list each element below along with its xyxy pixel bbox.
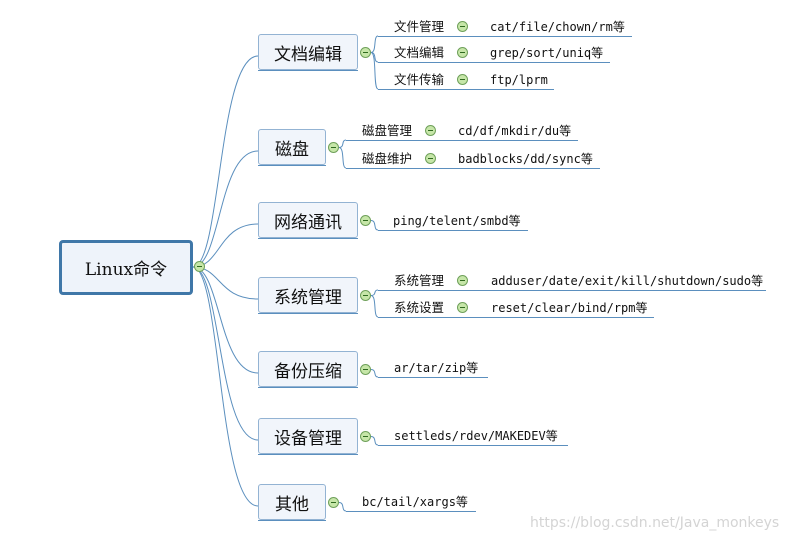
leaf-collapse-toggle-icon[interactable] — [457, 47, 468, 58]
branch-underline — [258, 520, 326, 521]
leaf-connector-1-1 — [338, 147, 347, 169]
leaf-collapse-toggle-icon[interactable] — [457, 74, 468, 85]
root-node[interactable]: Linux命令 — [59, 240, 193, 295]
leaf-command[interactable]: cat/file/chown/rm等 — [490, 20, 625, 34]
branch-collapse-toggle-icon[interactable] — [360, 290, 371, 301]
leaf-underline — [378, 445, 568, 446]
leaf-command[interactable]: reset/clear/bind/rpm等 — [491, 301, 648, 315]
leaf-connector-1-0 — [338, 139, 347, 148]
leaf-underline — [378, 36, 632, 37]
leaf-connector-0-0 — [370, 35, 379, 53]
leaf-underline — [378, 377, 488, 378]
leaf-collapse-toggle-icon[interactable] — [425, 153, 436, 164]
leaf-command[interactable]: badblocks/dd/sync等 — [458, 152, 593, 166]
leaf-connector-6-0 — [338, 502, 347, 512]
branch-underline — [258, 70, 358, 71]
leaf-connector-0-2 — [370, 52, 379, 90]
leaf-underline — [378, 290, 766, 291]
branch-underline — [258, 454, 358, 455]
root-label: Linux命令 — [84, 260, 168, 280]
branch-node-5[interactable]: 设备管理 — [258, 418, 358, 454]
leaf-collapse-toggle-icon[interactable] — [425, 125, 436, 136]
watermark: https://blog.csdn.net/Java_monkeys — [530, 515, 780, 531]
leaf-underline — [378, 230, 528, 231]
leaf-command[interactable]: settleds/rdev/MAKEDEV等 — [394, 429, 558, 443]
leaf-command[interactable]: adduser/date/exit/kill/shutdown/sudo等 — [491, 274, 764, 288]
root-collapse-toggle-icon[interactable] — [194, 261, 205, 272]
branch-label: 文档编辑 — [274, 44, 342, 65]
branch-label: 磁盘 — [275, 139, 309, 160]
branch-label: 备份压缩 — [274, 361, 342, 382]
leaf-name[interactable]: 系统管理 — [394, 273, 445, 288]
root-connector-1 — [192, 150, 259, 268]
leaf-name[interactable]: 磁盘管理 — [362, 123, 413, 138]
branch-collapse-toggle-icon[interactable] — [328, 142, 339, 153]
leaf-name[interactable]: 文件管理 — [394, 19, 445, 34]
branch-node-6[interactable]: 其他 — [258, 484, 326, 520]
leaf-underline — [346, 168, 600, 169]
leaf-command[interactable]: cd/df/mkdir/du等 — [458, 124, 572, 138]
branch-collapse-toggle-icon[interactable] — [360, 215, 371, 226]
branch-underline — [258, 165, 326, 166]
branch-label: 设备管理 — [274, 428, 342, 449]
leaf-collapse-toggle-icon[interactable] — [457, 302, 468, 313]
root-connector-5 — [192, 266, 259, 441]
leaf-command[interactable]: ping/telent/smbd等 — [393, 214, 521, 228]
branch-node-4[interactable]: 备份压缩 — [258, 351, 358, 387]
branch-node-1[interactable]: 磁盘 — [258, 129, 326, 165]
root-connector-6 — [192, 266, 259, 507]
root-connector-0 — [192, 55, 259, 268]
leaf-connector-3-1 — [370, 295, 379, 318]
branch-label: 系统管理 — [274, 287, 342, 308]
leaf-underline — [346, 140, 578, 141]
leaf-connector-2-0 — [370, 220, 379, 231]
leaf-command[interactable]: grep/sort/uniq等 — [490, 46, 604, 60]
branch-underline — [258, 238, 358, 239]
branch-collapse-toggle-icon[interactable] — [360, 431, 371, 442]
branch-collapse-toggle-icon[interactable] — [360, 364, 371, 375]
leaf-name[interactable]: 文档编辑 — [394, 45, 445, 60]
branch-label: 其他 — [275, 494, 309, 515]
branch-underline — [258, 387, 358, 388]
leaf-underline — [378, 62, 610, 63]
leaf-connector-4-0 — [370, 369, 379, 378]
leaf-command[interactable]: bc/tail/xargs等 — [362, 495, 468, 509]
branch-label: 网络通讯 — [274, 212, 342, 233]
leaf-collapse-toggle-icon[interactable] — [457, 275, 468, 286]
leaf-name[interactable]: 文件传输 — [394, 72, 445, 87]
branch-node-3[interactable]: 系统管理 — [258, 277, 358, 313]
branch-node-0[interactable]: 文档编辑 — [258, 34, 358, 70]
branch-node-2[interactable]: 网络通讯 — [258, 202, 358, 238]
leaf-collapse-toggle-icon[interactable] — [457, 21, 468, 32]
leaf-name[interactable]: 磁盘维护 — [362, 151, 413, 166]
leaf-underline — [378, 317, 654, 318]
leaf-command[interactable]: ar/tar/zip等 — [394, 361, 479, 375]
root-connector-4 — [192, 266, 259, 374]
leaf-underline — [378, 89, 554, 90]
leaf-underline — [346, 511, 476, 512]
branch-underline — [258, 313, 358, 314]
leaf-connector-3-0 — [370, 289, 379, 296]
branch-collapse-toggle-icon[interactable] — [328, 497, 339, 508]
leaf-name[interactable]: 系统设置 — [394, 300, 445, 315]
leaf-command[interactable]: ftp/lprm — [490, 73, 548, 87]
branch-collapse-toggle-icon[interactable] — [360, 47, 371, 58]
leaf-connector-5-0 — [370, 436, 379, 446]
